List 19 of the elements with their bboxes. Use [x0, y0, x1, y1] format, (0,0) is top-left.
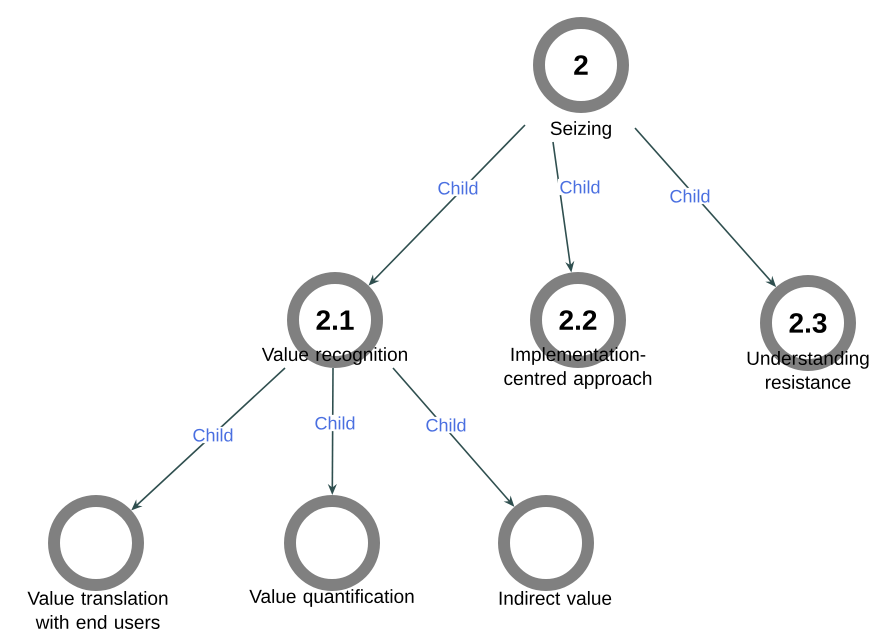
edge-label: Child [436, 180, 480, 196]
edge-label: Child [313, 414, 358, 432]
circle-node: 2.1 Value recognition [262, 272, 407, 368]
node-label: Seizing [550, 121, 611, 139]
circle-node: 2 Seizing [533, 17, 629, 139]
node-label: centred approach [504, 371, 652, 389]
circle-node: Value translation with end users [28, 495, 168, 629]
edge-label: Child [424, 416, 468, 434]
circle-node: Value quantification [249, 495, 414, 607]
circle-node: Indirect value [498, 495, 612, 605]
circle-node: 2.3 Understanding resistance [748, 275, 869, 389]
node-label: Indirect value [500, 591, 612, 605]
edge-label: Child [558, 178, 602, 196]
edge-label: Child [191, 426, 236, 444]
edge-label: Child [668, 188, 712, 204]
node-label: Value quantification [249, 589, 414, 607]
node-label: resistance [766, 375, 850, 389]
circle-node: 2.2 Implementation-centred approach [504, 272, 652, 389]
node-label: Value translation with end users [27, 591, 168, 629]
